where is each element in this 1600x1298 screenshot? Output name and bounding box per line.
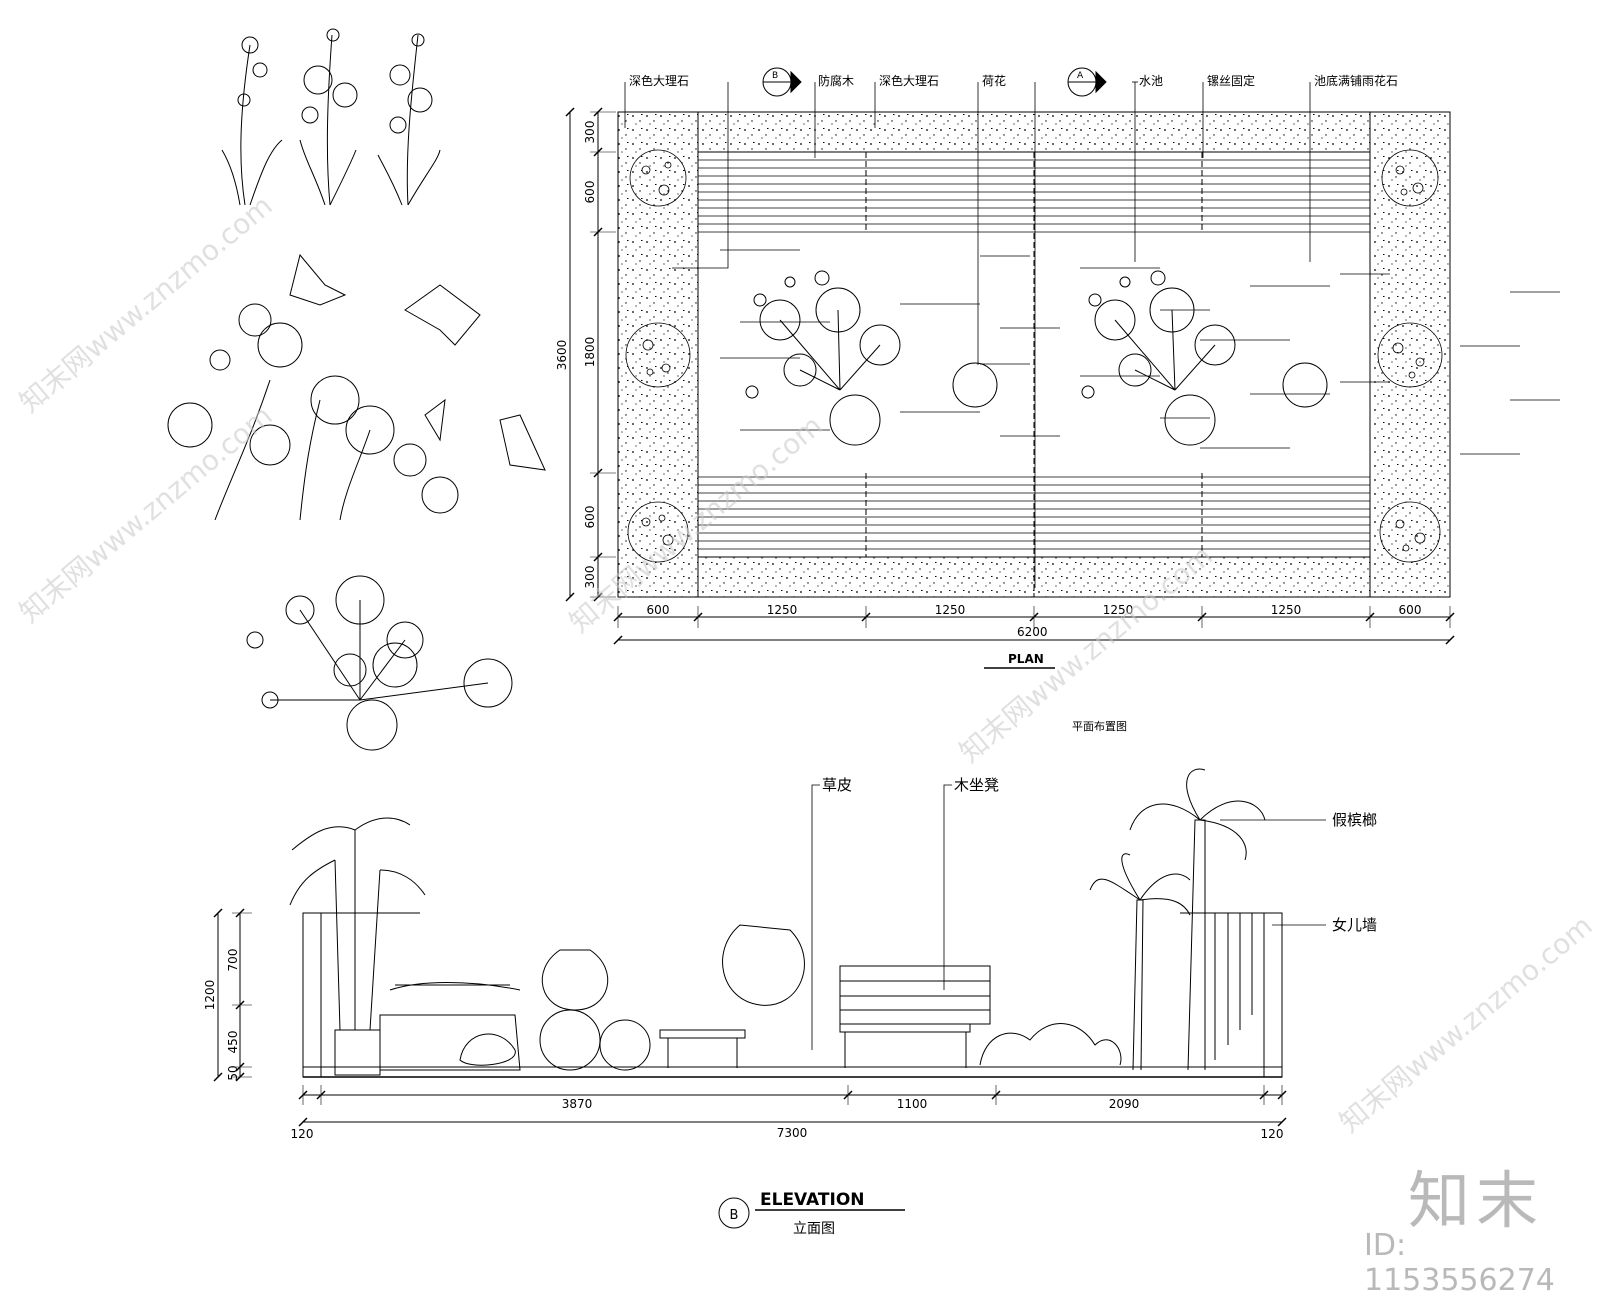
drawing-line — [565, 592, 575, 602]
label-bench: 木坐凳 — [954, 776, 999, 794]
drawing-line — [298, 1117, 308, 1127]
rock — [459, 1033, 516, 1066]
plan-subtitle: 平面布置图 — [1072, 720, 1127, 733]
elevation-mark-letter: B — [730, 1208, 739, 1223]
elev-vdim-3: 50 — [226, 1065, 240, 1080]
plan-vdim-1: 300 — [583, 121, 597, 144]
plan-title: PLAN — [1008, 652, 1044, 666]
plan-leaders — [624, 81, 1311, 588]
elev-total-height: 1200 — [203, 980, 217, 1011]
drawing-line — [565, 107, 575, 117]
planter-pot — [334, 1029, 381, 1076]
label-parapet: 女儿墙 — [1332, 916, 1377, 934]
label-preserved-wood: 防腐木 — [818, 73, 854, 88]
label-lawn: 草皮 — [822, 776, 852, 794]
lotus-butterfly-sketch — [167, 253, 546, 521]
label-screw-fixed: 镙丝固定 — [1207, 73, 1255, 88]
wall-hatch-right — [1214, 913, 1253, 1060]
elev-edge-left: 120 — [291, 1127, 314, 1141]
label-lotus: 荷花 — [982, 73, 1006, 88]
plan-total-width: 6200 — [1017, 625, 1048, 639]
elevation-leaders — [811, 784, 1326, 1050]
plan-view — [565, 67, 1560, 669]
plan-vertical-dimension-ticks — [565, 107, 616, 602]
elev-hdim-1: 3870 — [562, 1097, 593, 1111]
garden-table — [659, 1029, 746, 1039]
plan-labels: 深色大理石 防腐木 深色大理石 荷花 水池 镙丝固定 池底满铺雨花石 B A P… — [555, 71, 1421, 733]
plan-vdim-4: 600 — [583, 506, 597, 529]
plan-vdim-2: 600 — [583, 181, 597, 204]
label-dark-marble-2: 深色大理石 — [879, 74, 939, 88]
lotus-pad-sketch — [246, 575, 513, 751]
shrub-pot-1 — [539, 1009, 601, 1071]
label-pool: 水池 — [1139, 74, 1163, 88]
palm-tree-small — [1089, 853, 1191, 1071]
drawing-line — [613, 635, 623, 645]
plan-hdim-3: 1250 — [935, 603, 966, 617]
plan-hdim-6: 600 — [1399, 603, 1422, 617]
pool-basin — [379, 1014, 521, 1071]
bamboo-plant — [289, 817, 426, 1031]
image-id: ID: 1153556274 — [1364, 1228, 1555, 1298]
plan-horizontal-dimension-ticks — [613, 606, 1455, 645]
drawing-line — [213, 1072, 223, 1082]
elevation-mark-circle — [718, 1197, 750, 1229]
elev-hdim-3: 2090 — [1109, 1097, 1140, 1111]
lotus-cluster-left — [745, 270, 998, 446]
elev-edge-right: 120 — [1261, 1127, 1284, 1141]
plan-hdim-1: 600 — [647, 603, 670, 617]
plan-hdim-4: 1250 — [1103, 603, 1134, 617]
label-pebble-bottom: 池底满铺雨花石 — [1314, 73, 1398, 88]
parapet-wall-right — [1263, 912, 1283, 1078]
water-lines — [720, 249, 1560, 455]
plan-total-height: 3600 — [555, 340, 569, 371]
elevation-view — [213, 768, 1326, 1229]
label-palm: 假槟榔 — [1332, 811, 1377, 829]
marker-a-letter: A — [1077, 71, 1084, 81]
border-shrub-icons — [625, 149, 1443, 563]
elevation-horizontal-dimension-ticks — [298, 1085, 1287, 1127]
elev-vdim-1: 700 — [226, 949, 240, 972]
drawing-line — [1277, 1117, 1287, 1127]
wooden-bench — [839, 965, 991, 1025]
plan-vdim-3: 1800 — [583, 337, 597, 368]
marker-b-letter: B — [772, 71, 778, 81]
iris-sketch-3 — [377, 33, 441, 206]
plan-hdim-2: 1250 — [767, 603, 798, 617]
elev-hdim-2: 1100 — [897, 1097, 928, 1111]
elevation-subtitle: 立面图 — [793, 1221, 835, 1237]
elev-vdim-2: 450 — [226, 1031, 240, 1054]
iris-sketch-2 — [299, 28, 358, 206]
brand-logo: 知末 — [1408, 1164, 1545, 1237]
shrub-pot-2 — [599, 1019, 651, 1071]
plant-sketches — [167, 28, 546, 751]
elevation-labels: 草皮 木坐凳 假槟榔 女儿墙 1200 700 450 50 3870 1100… — [203, 776, 1377, 1237]
plan-hdim-5: 1250 — [1271, 603, 1302, 617]
elevation-title: ELEVATION — [760, 1190, 865, 1210]
elevation-vertical-dimension-ticks — [213, 908, 252, 1082]
elev-total-width: 7300 — [777, 1126, 808, 1140]
drawing-line — [1445, 635, 1455, 645]
plan-vdim-5: 300 — [583, 566, 597, 589]
drawing-line — [213, 908, 223, 918]
lotus-cluster-right — [1081, 270, 1328, 446]
palm-tree-tall — [1129, 768, 1266, 1071]
parapet-wall-left — [302, 912, 322, 1078]
iris-sketch-1 — [221, 36, 283, 206]
label-dark-marble-1: 深色大理石 — [629, 74, 689, 88]
